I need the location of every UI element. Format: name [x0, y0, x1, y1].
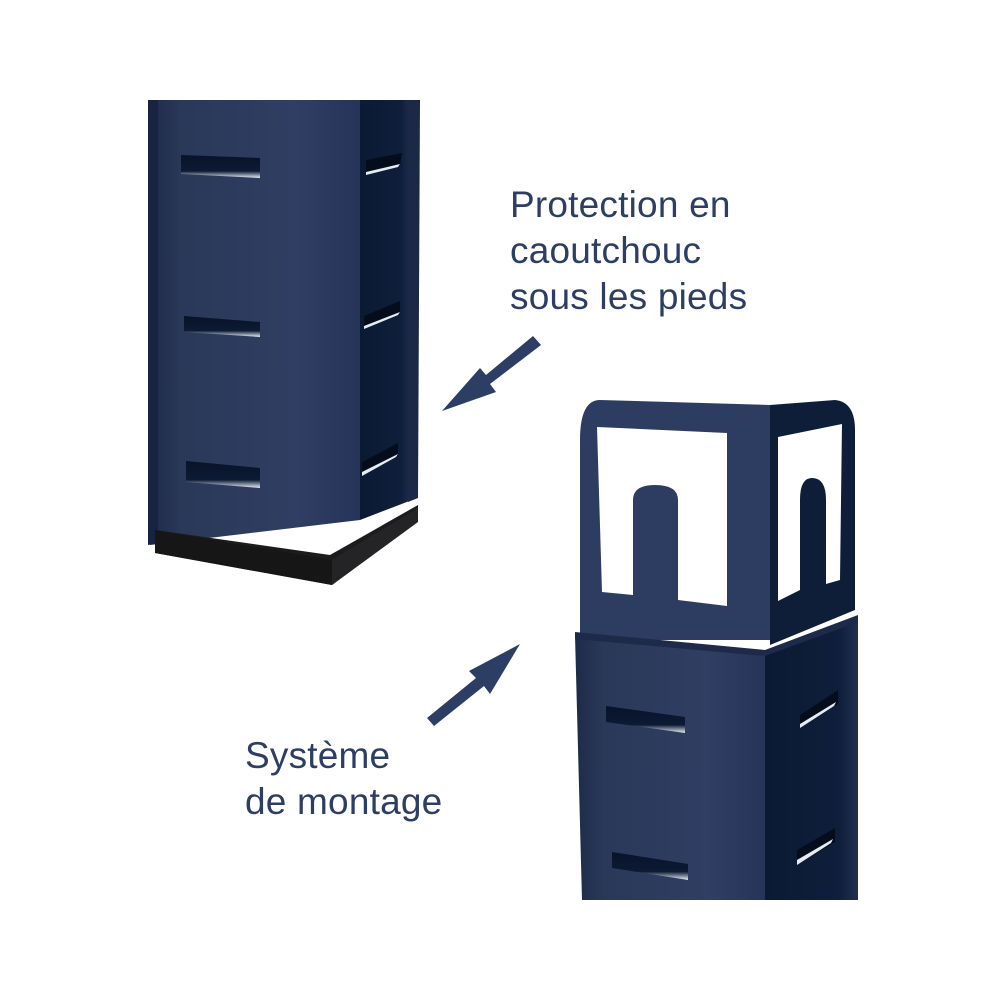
callout-line: sous les pieds [510, 276, 748, 317]
side-slots [362, 153, 402, 476]
arrow-down-left-icon [442, 336, 541, 411]
front-slots [181, 155, 260, 488]
rubber-foot [155, 505, 418, 585]
mount-front-slots [606, 706, 688, 880]
callout-line: caoutchouc [510, 230, 702, 271]
callout-line: Protection en [510, 184, 731, 225]
callout-mounting-system: Système de montage [245, 733, 442, 825]
mount-side-slots [797, 690, 838, 865]
arrow-up-right-icon [427, 644, 520, 726]
callout-line: de montage [245, 781, 443, 822]
callout-rubber-protection: Protection en caoutchouc sous les pieds [510, 182, 747, 320]
post-with-mounting-system [575, 400, 858, 900]
callout-line: Système [245, 735, 391, 776]
post-with-rubber-foot [148, 100, 420, 585]
